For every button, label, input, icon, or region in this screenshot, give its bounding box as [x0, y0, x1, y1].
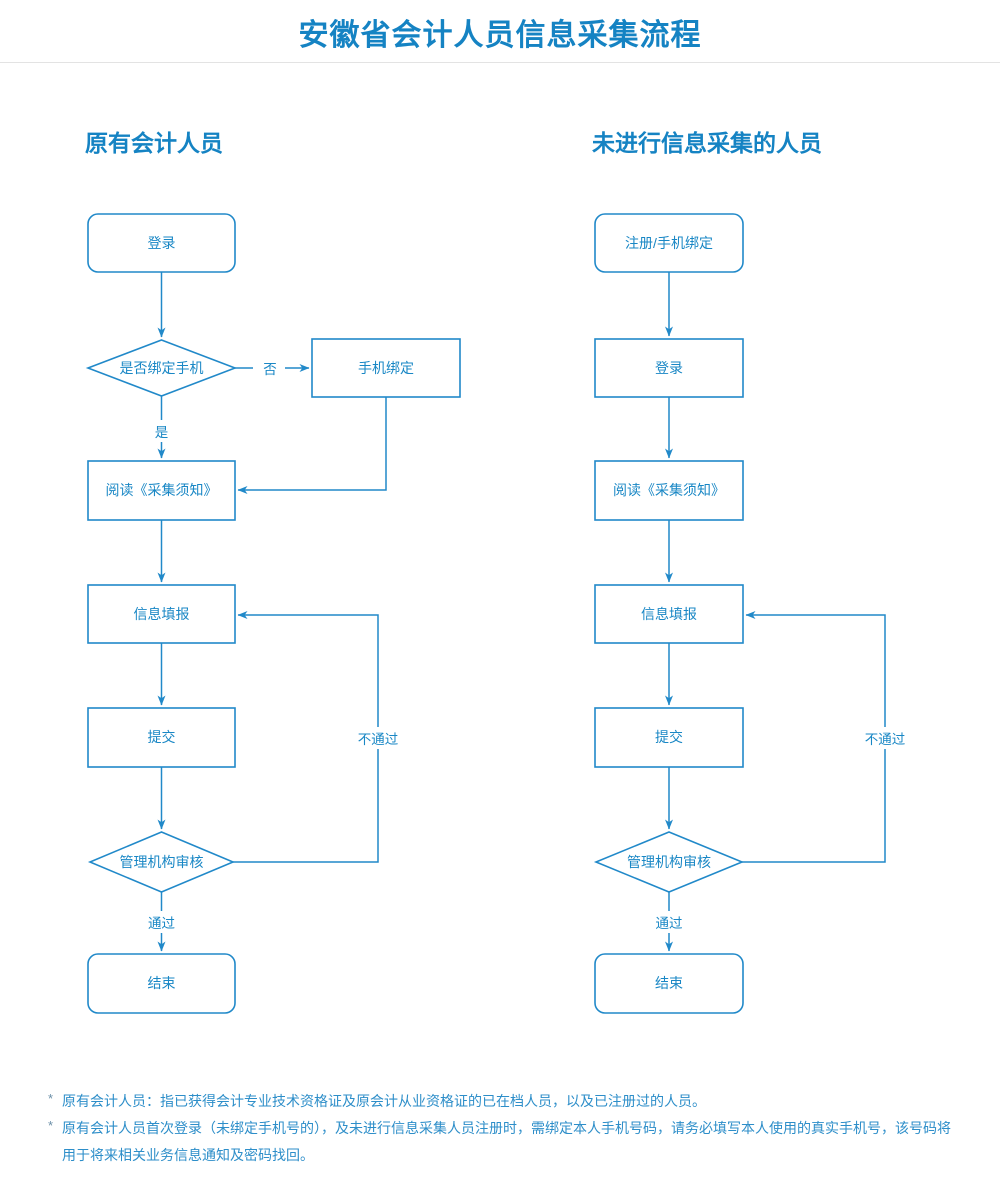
left-review-label: 管理机构审核	[119, 854, 204, 870]
footnotes: * 原有会计人员：指已获得会计专业技术资格证及原会计从业资格证的已在档人员，以及…	[48, 1088, 956, 1169]
header-divider	[0, 62, 1000, 63]
right-end-label: 结束	[655, 975, 683, 991]
left-fill-info-label: 信息填报	[133, 606, 190, 622]
footnote-text: 原有会计人员：指已获得会计专业技术资格证及原会计从业资格证的已在档人员，以及已注…	[62, 1093, 706, 1109]
left-no-label: 否	[259, 357, 281, 379]
right-pass-label: 通过	[651, 911, 687, 933]
footnote-bullet: *	[48, 1091, 54, 1106]
left-column-header: 原有会计人员	[85, 130, 223, 156]
left-read-notice-node	[87, 460, 236, 521]
right-read-notice-label: 阅读《采集须知》	[613, 482, 725, 498]
edge-left-phonebind-to-read	[237, 397, 387, 494]
footnote-1: * 原有会计人员：指已获得会计专业技术资格证及原会计从业资格证的已在档人员，以及…	[48, 1088, 956, 1115]
left-pass-label: 通过	[144, 911, 179, 933]
right-fail-label: 不通过	[860, 727, 910, 749]
right-read-notice-node	[594, 460, 744, 521]
right-column-header: 未进行信息采集的人员	[592, 130, 822, 156]
left-read-notice-label: 阅读《采集须知》	[105, 482, 218, 498]
left-phone-bind-label: 手机绑定	[358, 360, 414, 376]
right-fill-info-label: 信息填报	[641, 606, 697, 622]
left-phone-bind-node	[311, 338, 461, 398]
page-title: 安徽省会计人员信息采集流程	[298, 19, 702, 52]
right-submit-node	[594, 707, 744, 768]
left-submit-node	[87, 707, 236, 768]
right-login-label: 登录	[655, 360, 683, 376]
left-fill-info-node	[87, 584, 236, 644]
right-fill-info-node	[594, 584, 744, 644]
right-review-diamond	[593, 831, 745, 893]
left-review-diamond	[87, 831, 236, 893]
left-fail-label: 不通过	[353, 727, 403, 749]
left-end-label: 结束	[147, 975, 176, 991]
right-login-node	[594, 338, 744, 398]
right-register-node	[594, 213, 744, 273]
right-submit-label: 提交	[655, 729, 683, 745]
right-end-node	[594, 953, 744, 1014]
footnote-2: * 原有会计人员首次登录（未绑定手机号的），及未进行信息采集人员注册时，需绑定本…	[48, 1115, 956, 1169]
left-login-node	[87, 213, 236, 273]
right-register-label: 注册/手机绑定	[625, 235, 713, 251]
left-submit-label: 提交	[147, 729, 176, 745]
left-login-label: 登录	[147, 235, 176, 251]
left-yes-label: 是	[150, 420, 173, 442]
footnote-bullet: *	[48, 1118, 54, 1133]
left-phone-check-diamond	[85, 339, 238, 397]
left-phone-check-label: 是否绑定手机	[119, 360, 204, 376]
right-review-label: 管理机构审核	[627, 854, 711, 870]
footnote-text: 原有会计人员首次登录（未绑定手机号的），及未进行信息采集人员注册时，需绑定本人手…	[62, 1120, 951, 1163]
left-end-node	[87, 953, 236, 1014]
